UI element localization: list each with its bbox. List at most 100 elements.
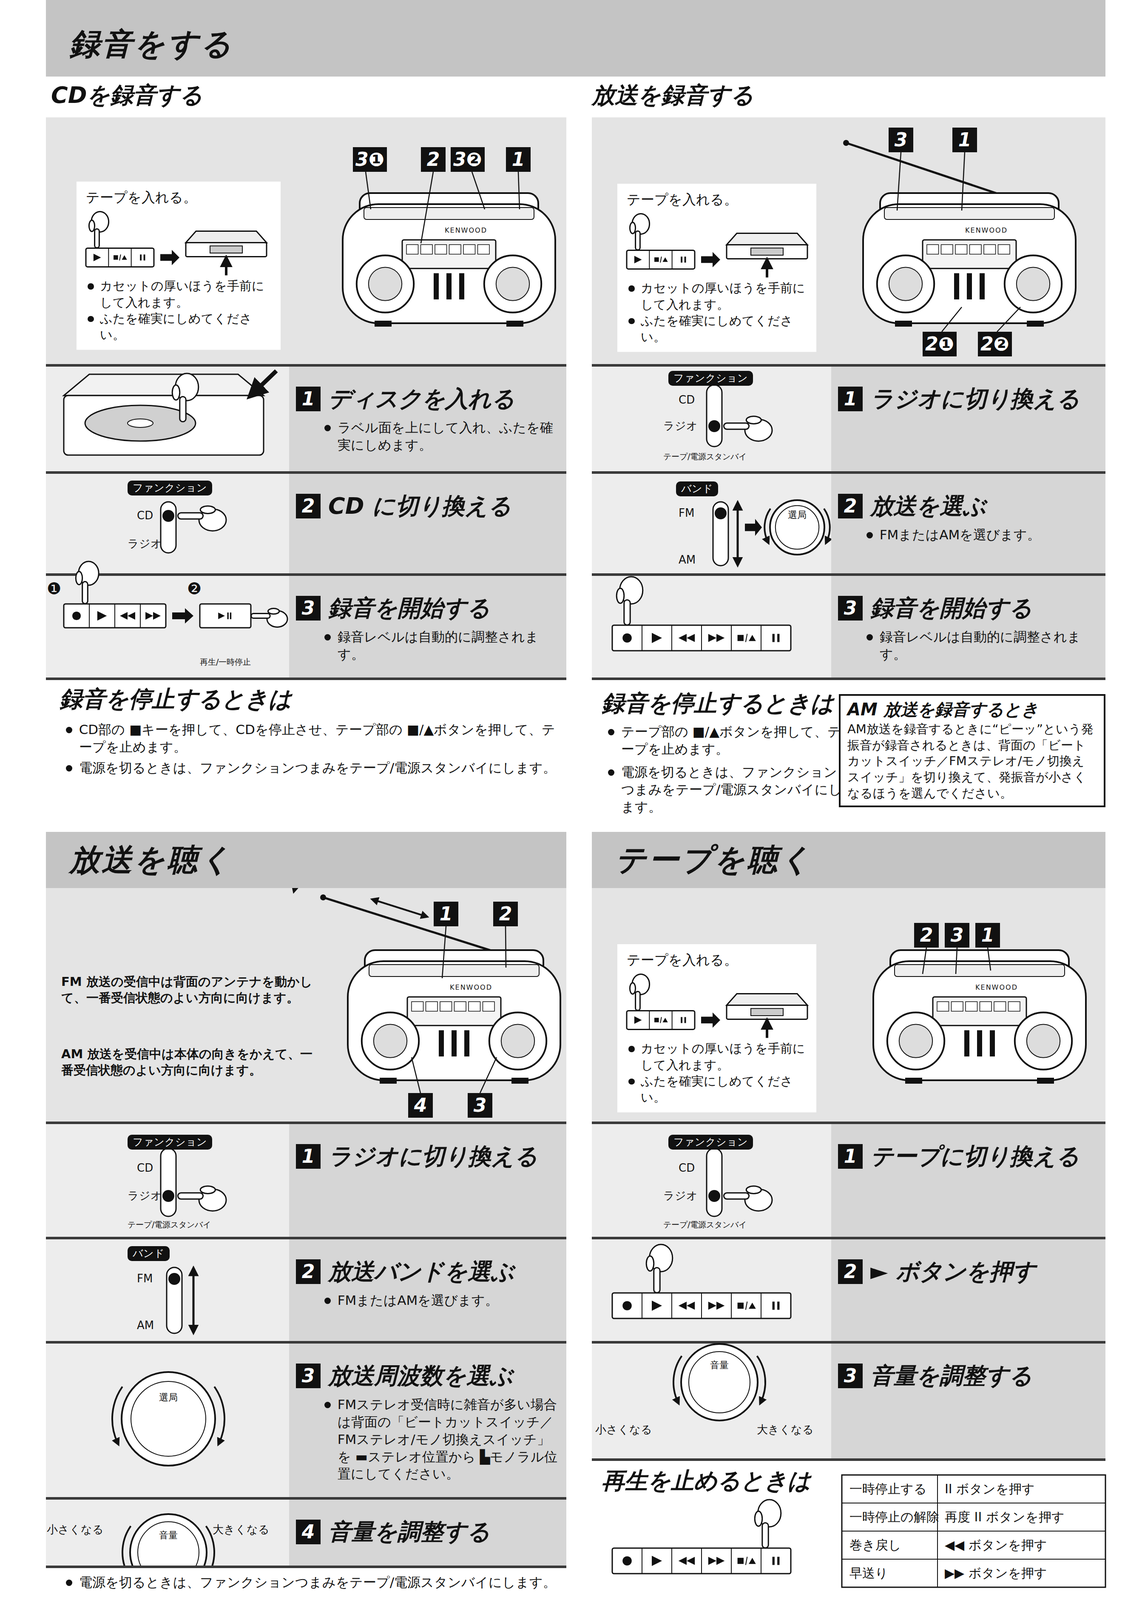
stop-table bbox=[841, 1502, 1106, 1503]
boombox-drawing bbox=[342, 193, 556, 327]
step-header: 3 録音を開始する bbox=[295, 594, 559, 623]
box-note: カセットの厚いほうを手前にして入れます。 bbox=[85, 277, 273, 311]
step-title: 録音を開始する bbox=[328, 594, 491, 623]
button-strip bbox=[678, 1301, 687, 1310]
knob-dial bbox=[121, 1371, 216, 1466]
button-label: 再生/一時停止 bbox=[199, 656, 251, 667]
bullet-dot bbox=[87, 315, 94, 323]
switch-label: CD bbox=[678, 1160, 695, 1176]
divider-rule bbox=[591, 677, 1106, 680]
boombox-drawing bbox=[863, 204, 1076, 324]
band-title: 放送を聴く bbox=[69, 840, 543, 878]
step-title: ラジオに切り換える bbox=[328, 1142, 538, 1171]
boombox-drawing bbox=[937, 1001, 949, 1011]
button-strip bbox=[701, 625, 702, 651]
step-ground bbox=[45, 1341, 290, 1498]
block-arrow bbox=[701, 1011, 721, 1028]
switch-tag: ファンクション bbox=[127, 480, 213, 496]
boombox-drawing bbox=[887, 1011, 945, 1069]
switch-label: CD bbox=[678, 392, 695, 408]
step-number: 3 bbox=[295, 595, 321, 621]
hand-icon bbox=[177, 512, 203, 519]
button-strip bbox=[760, 1547, 762, 1574]
boombox-drawing bbox=[369, 964, 540, 977]
boombox-drawing bbox=[1004, 255, 1062, 313]
knob-label: 音量 bbox=[159, 1529, 178, 1541]
boombox-drawing bbox=[433, 272, 439, 300]
bullet-dot bbox=[628, 285, 635, 292]
button-strip bbox=[651, 632, 662, 643]
step-panel: 3録音を開始する録音レベルは自動的に調整されます。 bbox=[831, 575, 1106, 678]
hand-icon bbox=[200, 1185, 216, 1194]
button-strip bbox=[130, 247, 132, 267]
button-strip bbox=[612, 625, 791, 651]
switch-tag: ファンクション bbox=[668, 370, 753, 386]
button-strip bbox=[612, 1292, 791, 1319]
block-arrow bbox=[744, 518, 762, 536]
button-strip bbox=[684, 256, 687, 263]
stop-table bbox=[841, 1474, 1106, 1587]
hand-icon bbox=[762, 1522, 769, 1548]
instruction-ground bbox=[76, 181, 281, 350]
switch-slider bbox=[706, 1147, 722, 1216]
cassette-deck bbox=[726, 244, 808, 259]
step-ground bbox=[45, 1122, 290, 1238]
bullet-dot bbox=[628, 1045, 635, 1052]
band-title: テープを聴く bbox=[615, 840, 1083, 878]
bullet-dot bbox=[65, 764, 73, 772]
boombox-drawing bbox=[342, 204, 556, 324]
knob-dial bbox=[769, 500, 825, 555]
step-ground bbox=[45, 365, 832, 1567]
step-number: 2 bbox=[838, 493, 863, 519]
cd-drawing bbox=[63, 395, 264, 455]
step-panel: 2放送バンドを選ぶFMまたはAMを選びます。 bbox=[289, 1238, 567, 1341]
button-strip bbox=[737, 1557, 744, 1564]
button-label: テープ/電源スタンバイ bbox=[127, 1219, 211, 1230]
button-strip bbox=[654, 257, 660, 262]
callout-number: 3❶ bbox=[352, 147, 387, 172]
cassette-deck bbox=[726, 232, 808, 278]
boombox-drawing bbox=[899, 1023, 933, 1057]
hand-icon bbox=[629, 213, 650, 250]
knob-dial bbox=[681, 1343, 758, 1421]
instruction-ground bbox=[76, 181, 281, 350]
brand-label: KENWOOD bbox=[975, 982, 1018, 992]
button-strip bbox=[708, 1301, 717, 1310]
callout-number: 1 bbox=[952, 127, 978, 153]
step-title: ディスクを入れる bbox=[328, 385, 515, 413]
boombox-drawing bbox=[980, 1001, 992, 1011]
button-strip bbox=[119, 254, 121, 261]
updown-arrow bbox=[193, 1270, 194, 1330]
section-heading: 録音を停止するときは bbox=[59, 685, 292, 714]
leader-line bbox=[420, 171, 434, 244]
picture-space bbox=[626, 207, 809, 280]
step-ground bbox=[591, 365, 832, 473]
switch-tag: ファンクション bbox=[668, 1134, 753, 1150]
cassette-deck bbox=[726, 993, 808, 1038]
button-strip bbox=[678, 633, 687, 642]
button-strip bbox=[777, 633, 780, 642]
hand-icon bbox=[629, 222, 636, 234]
switch-label: AM bbox=[136, 1318, 154, 1333]
antenna-tip bbox=[843, 139, 850, 146]
leader-line bbox=[420, 171, 434, 244]
hand-icon bbox=[635, 991, 641, 1010]
boombox-drawing bbox=[994, 1001, 1006, 1011]
bullet-dot bbox=[324, 424, 332, 432]
boombox-drawing bbox=[434, 244, 447, 254]
move-arrow bbox=[374, 899, 426, 916]
switch-label: ラジオ bbox=[663, 418, 698, 434]
knob-dial bbox=[756, 1355, 766, 1402]
bullet-dot bbox=[87, 283, 94, 290]
bullet-dot bbox=[607, 769, 615, 776]
step-panel: 2CD に切り換える bbox=[289, 473, 567, 574]
step-number: 1 bbox=[295, 1143, 321, 1169]
hand-icon bbox=[646, 1255, 654, 1271]
leader-line bbox=[987, 947, 991, 971]
button-strip bbox=[684, 1016, 687, 1023]
callout-number: 3 bbox=[944, 922, 970, 948]
leader-line bbox=[961, 152, 965, 211]
button-strip bbox=[121, 255, 127, 260]
block-arrow bbox=[160, 249, 180, 265]
leader-line bbox=[365, 171, 371, 210]
